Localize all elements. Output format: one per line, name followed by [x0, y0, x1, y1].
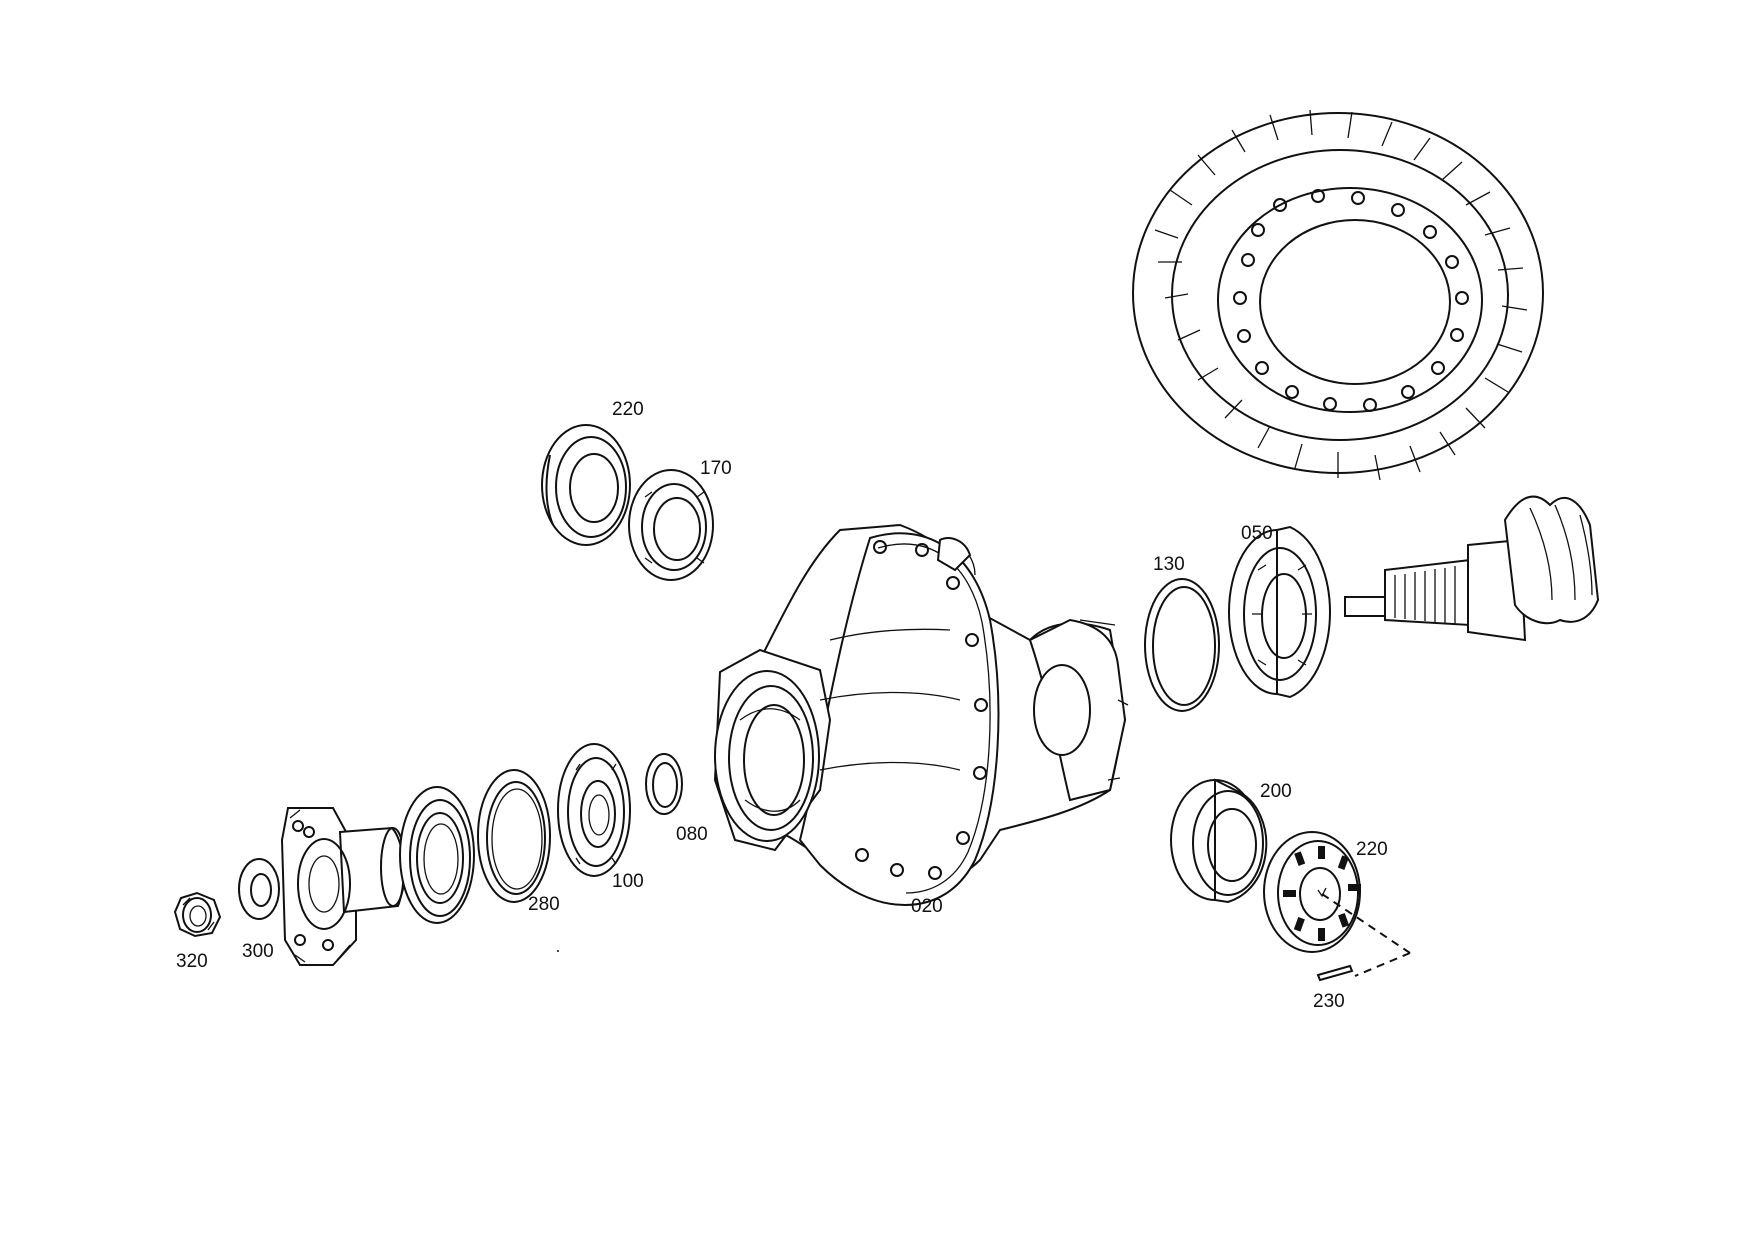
- label-320: 320: [176, 951, 208, 972]
- part-130-o-ring: [1144, 578, 1220, 712]
- part-220-right-lock-nut: [1263, 831, 1361, 953]
- label-220-top: 220: [612, 399, 644, 420]
- part-280-shim: [477, 769, 551, 903]
- label-220-right: 220: [1356, 839, 1388, 860]
- part-080-ring: [645, 753, 683, 815]
- part-050-roller-bearing: [1228, 525, 1332, 699]
- part-seal-ring: [399, 786, 475, 924]
- part-170-tapered-bearing: [628, 469, 714, 581]
- label-230: 230: [1313, 991, 1345, 1012]
- label-300: 300: [242, 941, 274, 962]
- part-220-top-bearing-cup: [541, 424, 631, 546]
- part-020-housing: [713, 523, 1129, 907]
- label-020: 020: [911, 896, 943, 917]
- label-170: 170: [700, 458, 732, 479]
- part-flange: [280, 807, 406, 966]
- part-100-ball-bearing: [557, 743, 631, 877]
- label-130: 130: [1153, 554, 1185, 575]
- part-200-bearing: [1170, 778, 1268, 904]
- part-ring-gear: [1132, 109, 1544, 481]
- part-300-washer: [238, 858, 280, 920]
- part-drive-pinion: [1344, 495, 1600, 642]
- label-050: 050: [1241, 523, 1273, 544]
- speck-mark: [557, 950, 559, 952]
- label-100: 100: [612, 871, 644, 892]
- label-280: 280: [528, 894, 560, 915]
- label-080: 080: [676, 824, 708, 845]
- part-320-hex-nut: [173, 891, 222, 938]
- label-200: 200: [1260, 781, 1292, 802]
- part-230-pin: [1316, 893, 1411, 982]
